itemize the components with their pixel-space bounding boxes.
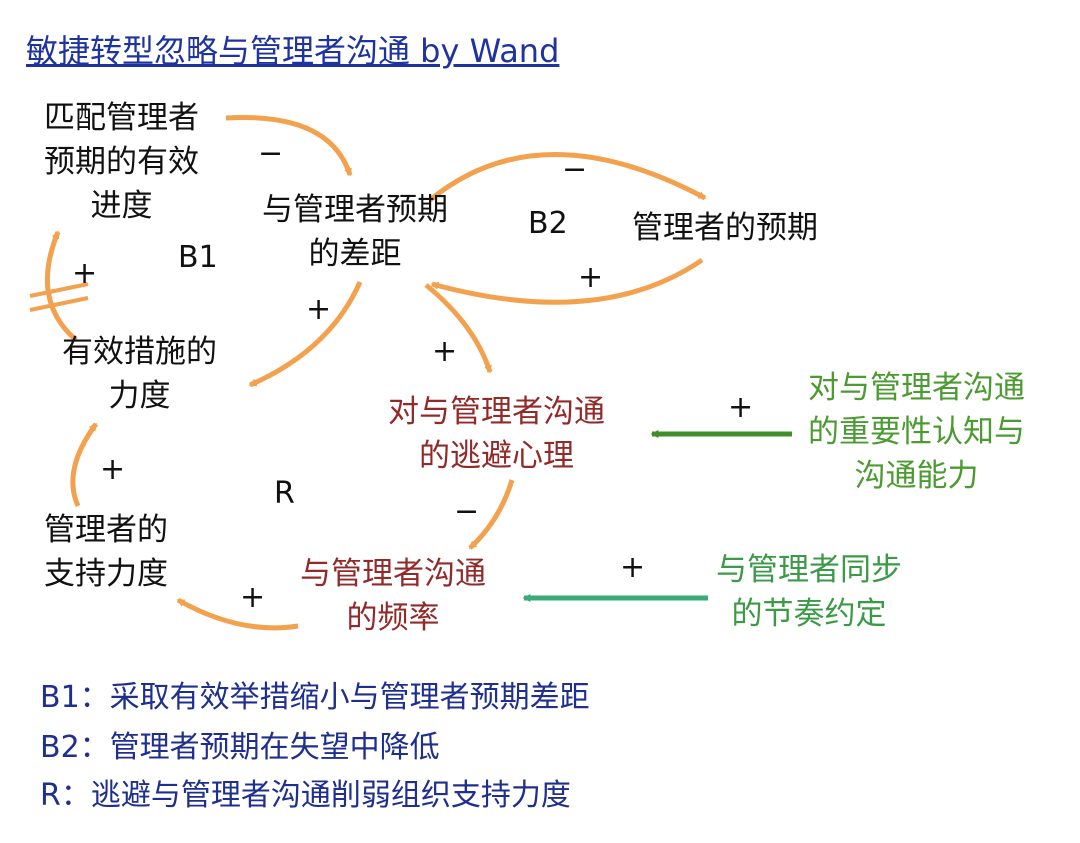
- polarity-awareness-to-avoidance: +: [728, 390, 754, 425]
- node-line: 的差距: [308, 236, 402, 272]
- link-expectation-to-gap: [430, 257, 704, 305]
- node-line: 管理者的预期: [632, 210, 818, 246]
- polarity-gap-to-avoidance: +: [432, 334, 458, 369]
- polarity-frequency-to-support: +: [240, 580, 266, 615]
- node-line: 支持力度: [44, 556, 168, 592]
- polarity-measures-to-progress: +: [72, 256, 98, 291]
- link-gap-to-avoidance: [424, 283, 493, 374]
- polarity-avoidance-to-frequency: −: [454, 494, 480, 529]
- node-line: 管理者的: [44, 512, 168, 548]
- node-line: 与管理者沟通: [300, 556, 486, 592]
- node-line: 有效措施的: [62, 334, 217, 370]
- polarity-progress-to-gap: −: [258, 136, 284, 171]
- diagram-title: 敏捷转型忽略与管理者沟通 by Wand: [26, 32, 560, 70]
- delay-mark-2: [29, 296, 89, 312]
- loop-label-b1: B1: [178, 240, 218, 275]
- node-line: 力度: [108, 378, 171, 414]
- node-line: 的节奏约定: [731, 596, 887, 632]
- node-expectation-gap: 与管理者预期 的差距: [262, 188, 448, 276]
- node-line: 沟通能力: [854, 458, 979, 494]
- node-manager-expectation: 管理者的预期: [632, 206, 818, 250]
- node-line: 与管理者预期: [262, 192, 448, 228]
- node-line: 的频率: [346, 600, 440, 636]
- legend-r: R：逃避与管理者沟通削弱组织支持力度: [40, 778, 571, 813]
- node-effective-measures: 有效措施的 力度: [62, 330, 217, 418]
- node-effective-progress: 匹配管理者 预期的有效 进度: [44, 96, 199, 228]
- node-line: 预期的有效: [44, 144, 199, 180]
- node-line: 与管理者同步: [716, 552, 902, 588]
- legend-b2: B2：管理者预期在失望中降低: [40, 730, 440, 765]
- node-sync-rhythm: 与管理者同步 的节奏约定: [716, 548, 902, 636]
- node-avoidance-psychology: 对与管理者沟通 的逃避心理: [388, 390, 605, 478]
- node-communication-frequency: 与管理者沟通 的频率: [300, 552, 486, 640]
- link-support-to-measures: [70, 422, 99, 508]
- link-frequency-to-support: [176, 597, 299, 631]
- legend-b1: B1：采取有效举措缩小与管理者预期差距: [40, 680, 590, 715]
- node-line: 对与管理者沟通: [808, 370, 1025, 406]
- link-progress-to-gap: [225, 114, 353, 177]
- polarity-support-to-measures: +: [100, 452, 126, 487]
- polarity-gap-to-expectation: −: [562, 152, 588, 187]
- link-avoidance-to-frequency: [468, 479, 515, 550]
- node-manager-support: 管理者的 支持力度: [44, 508, 168, 596]
- polarity-expectation-to-gap: +: [578, 260, 604, 295]
- delay-mark-1: [29, 282, 89, 298]
- node-line: 进度: [90, 188, 153, 224]
- node-line: 匹配管理者: [44, 100, 199, 136]
- node-line: 对与管理者沟通: [388, 394, 605, 430]
- node-line: 的重要性认知与: [808, 414, 1025, 450]
- link-gap-to-expectation: [428, 152, 707, 202]
- loop-label-b2: B2: [528, 206, 568, 241]
- polarity-rhythm-to-frequency: +: [620, 550, 646, 585]
- node-line: 的逃避心理: [419, 438, 574, 474]
- polarity-gap-to-measures: +: [306, 292, 332, 327]
- node-importance-awareness: 对与管理者沟通 的重要性认知与 沟通能力: [808, 366, 1025, 498]
- link-gap-to-measures: [248, 280, 363, 388]
- loop-label-r: R: [274, 476, 295, 511]
